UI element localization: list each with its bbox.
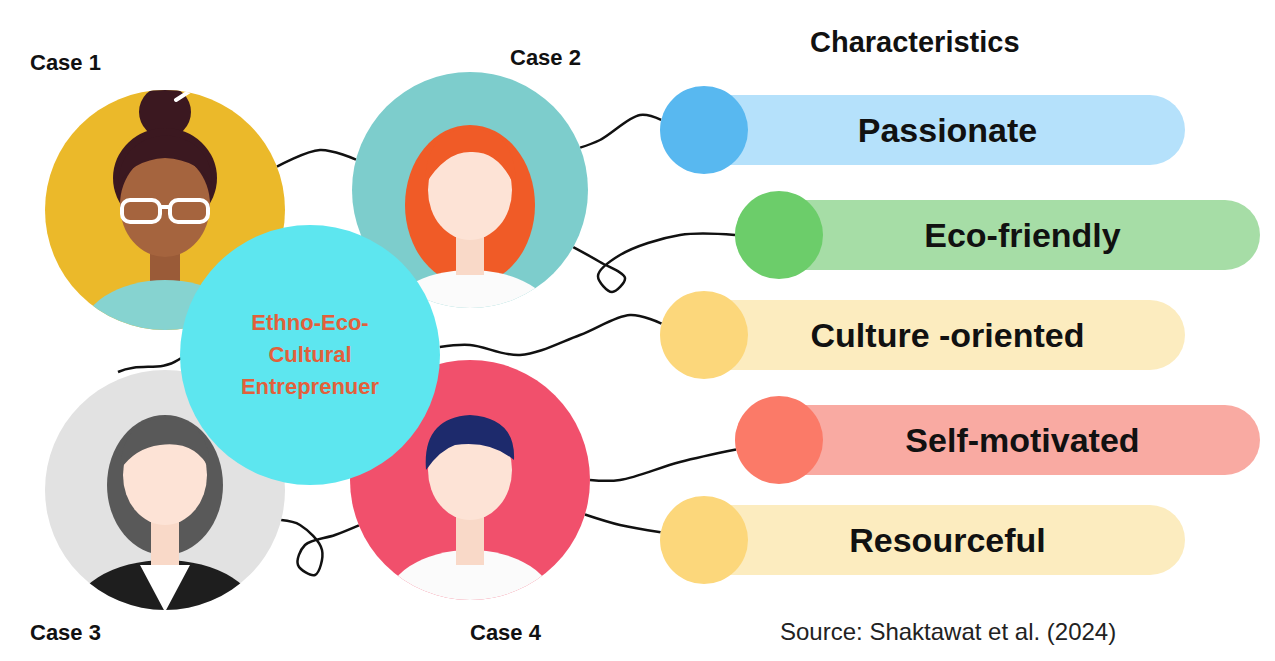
source-note: Source: Shaktawat et al. (2024) [780,618,1116,646]
connector-line [585,514,661,532]
characteristic-pill: Eco-friendly [735,200,1260,270]
connector-line [580,115,661,148]
pill-dot [735,396,823,484]
pill-dot [660,291,748,379]
characteristic-text: Eco-friendly [924,216,1120,255]
characteristic-pill: Culture -oriented [660,300,1185,370]
characteristic-pill: Self-motivated [735,405,1260,475]
characteristic-text: Resourceful [849,521,1046,560]
pill-dot [735,191,823,279]
characteristic-text: Passionate [858,111,1038,150]
case-label: Case 3 [30,620,101,646]
connector-line [277,150,356,167]
connector-line [590,450,736,481]
connector-line [573,234,735,292]
pill-dot [660,496,748,584]
central-circle: Ethno-Eco-Cultural Entreprenuer [180,225,440,485]
characteristic-text: Culture -oriented [811,316,1085,355]
connector-line [281,520,359,575]
pill-dot [660,86,748,174]
connector-line [440,315,662,355]
characteristic-text: Self-motivated [905,421,1139,460]
characteristic-pill: Passionate [660,95,1185,165]
column-heading: Characteristics [810,26,1020,59]
central-label: Ethno-Eco-Cultural Entreprenuer [224,307,396,403]
characteristic-pill: Resourceful [660,505,1185,575]
case-label: Case 1 [30,50,101,76]
case-label: Case 2 [510,45,581,71]
case-label: Case 4 [470,620,541,646]
